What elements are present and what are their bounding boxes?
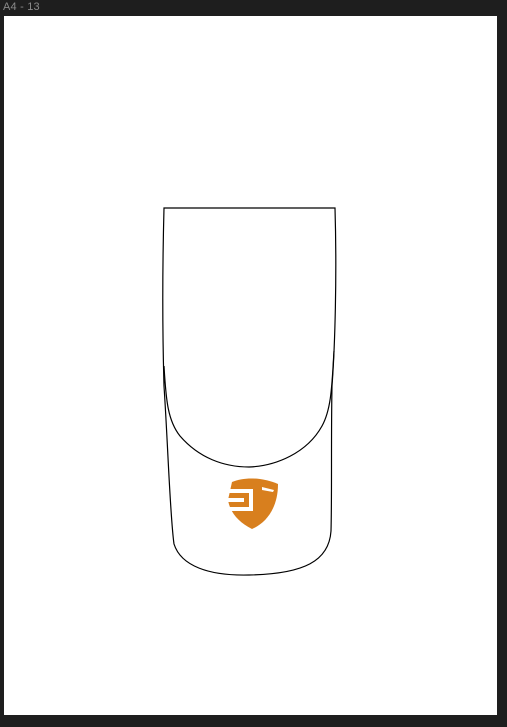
shield-logo-icon <box>222 478 278 529</box>
window-curve <box>163 350 335 468</box>
product-sketch <box>162 207 337 576</box>
frame-label[interactable]: A4 - 13 <box>3 1 40 13</box>
artboard[interactable] <box>4 16 497 715</box>
